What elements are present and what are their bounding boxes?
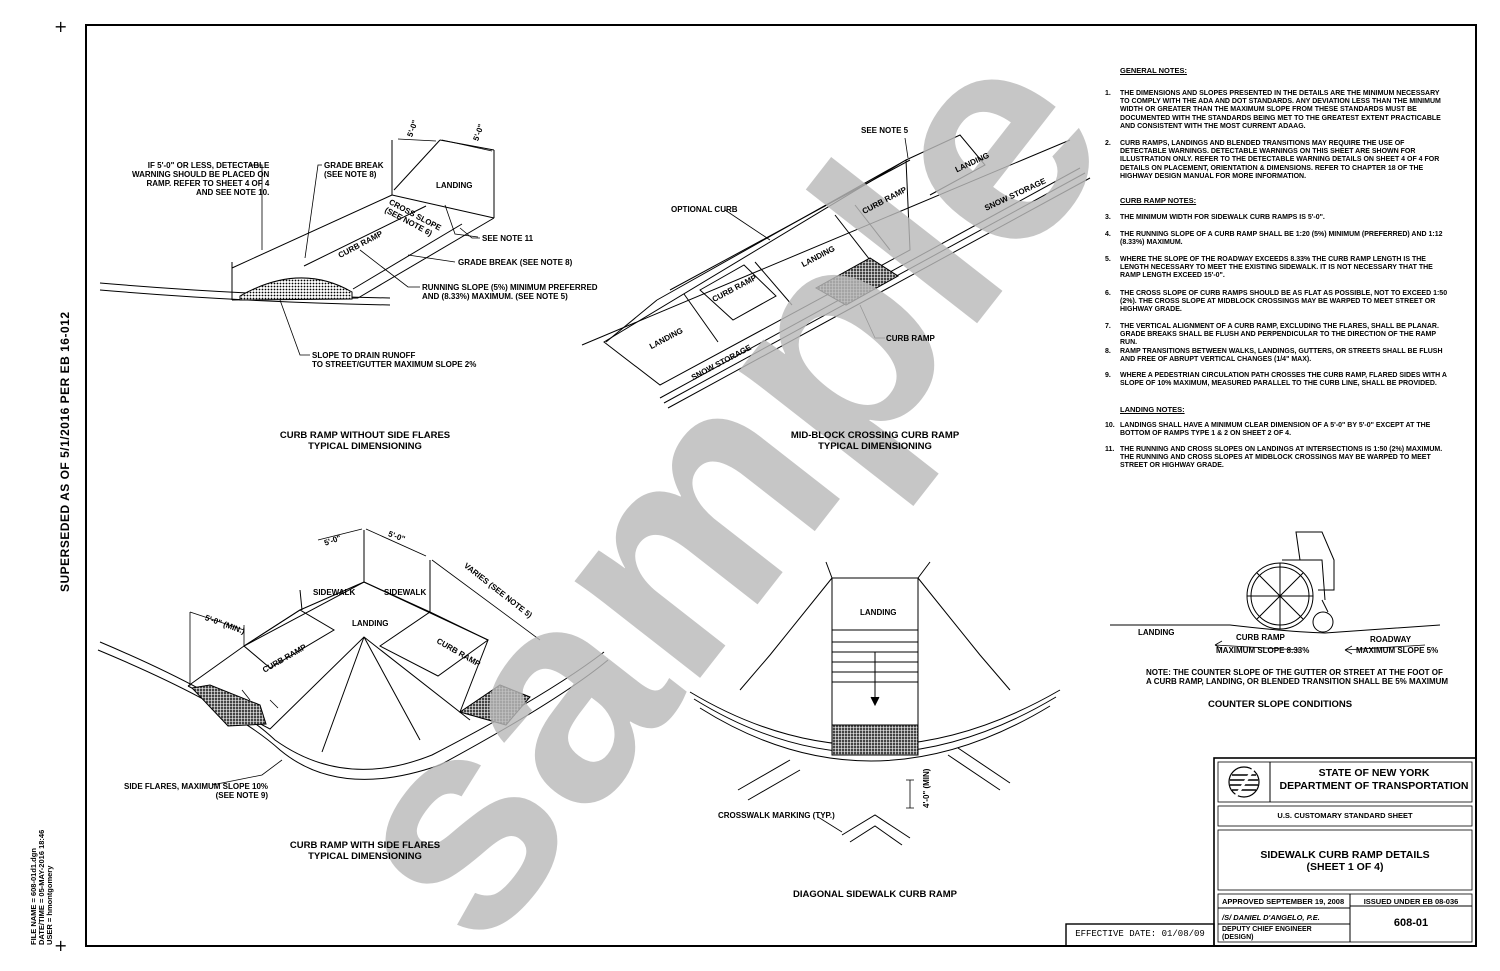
label-running-slope: RUNNING SLOPE (5%) MINIMUM PREFERRED AND… xyxy=(422,283,598,301)
curb-ramp-notes-title: CURB RAMP NOTES: xyxy=(1120,196,1197,205)
sheet-title: SIDEWALK CURB RAMP DETAILS (SHEET 1 OF 4… xyxy=(1218,849,1472,873)
note-text: THE DIMENSIONS AND SLOPES PRESENTED IN T… xyxy=(1120,90,1441,130)
detail-counter-slope xyxy=(1110,531,1441,655)
label-landing: LANDING xyxy=(436,181,473,190)
detail-curb-ramp-with-flares xyxy=(97,528,609,786)
label-see-note-11: SEE NOTE 11 xyxy=(482,234,534,243)
note-text: WHERE THE SLOPE OF THE ROADWAY EXCEEDS 8… xyxy=(1120,256,1433,280)
caption-detail-3: CURB RAMP WITH SIDE FLARES TYPICAL DIMEN… xyxy=(289,840,441,862)
caption-detail-5: COUNTER SLOPE CONDITIONS xyxy=(1207,699,1353,710)
note-text: THE RUNNING AND CROSS SLOPES ON LANDINGS… xyxy=(1120,446,1443,470)
caption-detail-1: CURB RAMP WITHOUT SIDE FLARES TYPICAL DI… xyxy=(279,430,451,452)
note-if-5ft: IF 5'-0" OR LESS, DETECTABLE WARNING SHO… xyxy=(132,161,270,197)
note-text: RAMP TRANSITIONS BETWEEN WALKS, LANDINGS… xyxy=(1120,348,1443,364)
caption-detail-2: MID-BLOCK CROSSING CURB RAMP TYPICAL DIM… xyxy=(790,430,960,452)
sheet-title-main: SIDEWALK CURB RAMP DETAILS xyxy=(1260,849,1430,861)
note-text: THE CROSS SLOPE OF CURB RAMPS SHOULD BE … xyxy=(1120,290,1448,314)
label-curb-ramp: CURB RAMP xyxy=(1236,633,1285,642)
note-number: 6. xyxy=(1105,290,1111,297)
counter-slope-note: NOTE: THE COUNTER SLOPE OF THE GUTTER OR… xyxy=(1146,668,1449,686)
registration-mark: + xyxy=(54,936,68,955)
note-text: WHERE A PEDESTRIAN CIRCULATION PATH CROS… xyxy=(1120,372,1447,388)
agency-name: STATE OF NEW YORK DEPARTMENT OF TRANSPOR… xyxy=(1276,767,1472,793)
signer-role-unit: (DESIGN) xyxy=(1222,934,1254,941)
note-text: CURB RAMPS, LANDINGS AND BLENDED TRANSIT… xyxy=(1120,140,1440,180)
note-number: 1. xyxy=(1105,90,1111,97)
sheet-number: 608-01 xyxy=(1393,917,1429,929)
note-number: 8. xyxy=(1105,348,1111,355)
sheet-border xyxy=(85,24,1477,947)
note-number: 4. xyxy=(1105,231,1111,238)
signature: /S/ DANIEL D'ANGELO, P.E. xyxy=(1222,913,1320,922)
dim-4ft-min: 4'-0" (MIN) xyxy=(922,768,931,808)
detail-curb-ramp-without-flares xyxy=(99,138,495,356)
signer-role: DEPUTY CHIEF ENGINEER (DESIGN) xyxy=(1222,926,1312,942)
effective-date: EFFECTIVE DATE: 01/08/09 xyxy=(1075,929,1205,939)
label-landing: LANDING xyxy=(860,608,897,617)
standard-sheet-label: U.S. CUSTOMARY STANDARD SHEET xyxy=(1277,811,1413,820)
label-crosswalk-marking: CROSSWALK MARKING (TYP.) xyxy=(718,811,835,820)
agency-department: DEPARTMENT OF TRANSPORTATION xyxy=(1279,780,1469,792)
title-block-lines xyxy=(1065,757,1477,947)
landing-notes-title: LANDING NOTES: xyxy=(1120,405,1185,414)
label-drain: SLOPE TO DRAIN RUNOFF TO STREET/GUTTER M… xyxy=(312,351,477,369)
label-roadway: ROADWAY xyxy=(1370,635,1412,644)
label-see-note-5: SEE NOTE 5 xyxy=(861,126,909,135)
note-number: 3. xyxy=(1105,214,1111,221)
note-number: 5. xyxy=(1105,256,1111,263)
approval-date: APPROVED SEPTEMBER 19, 2008 xyxy=(1222,897,1345,906)
label-curb-ramp-callout: CURB RAMP xyxy=(886,334,935,343)
label-landing: LANDING xyxy=(352,619,389,628)
note-number: 2. xyxy=(1105,140,1111,147)
label-sidewalk-left: SIDEWALK xyxy=(313,588,356,597)
detail-midblock-crossing xyxy=(581,134,1091,409)
label-max-833: MAXIMUM SLOPE 8.33% xyxy=(1216,646,1310,655)
note-number: 11. xyxy=(1105,446,1115,453)
caption-detail-4: DIAGONAL SIDEWALK CURB RAMP xyxy=(793,889,957,900)
note-number: 9. xyxy=(1105,372,1111,379)
label-optional-curb: OPTIONAL CURB xyxy=(671,205,738,214)
note-text: THE VERTICAL ALIGNMENT OF A CURB RAMP, E… xyxy=(1120,323,1439,347)
note-number: 7. xyxy=(1105,323,1111,330)
issued-under: ISSUED UNDER EB 08-036 xyxy=(1363,897,1459,906)
label-grade-break-2: GRADE BREAK (SEE NOTE 8) xyxy=(458,258,573,267)
agency-state: STATE OF NEW YORK xyxy=(1318,767,1430,779)
note-text: LANDINGS SHALL HAVE A MINIMUM CLEAR DIME… xyxy=(1120,422,1431,438)
label-landing: LANDING xyxy=(1138,628,1175,637)
general-notes-title: GENERAL NOTES: xyxy=(1120,66,1187,75)
detail-diagonal-curb-ramp xyxy=(689,561,1061,846)
note-text: THE MINIMUM WIDTH FOR SIDEWALK CURB RAMP… xyxy=(1120,214,1325,221)
note-text: THE RUNNING SLOPE OF A CURB RAMP SHALL B… xyxy=(1120,231,1443,247)
note-number: 10. xyxy=(1105,422,1115,429)
label-side-flares: SIDE FLARES, MAXIMUM SLOPE 10% (SEE NOTE… xyxy=(124,782,269,800)
label-sidewalk-right: SIDEWALK xyxy=(384,588,427,597)
sheet-title-sub: (SHEET 1 OF 4) xyxy=(1306,861,1384,873)
registration-mark: + xyxy=(54,17,68,36)
label-grade-break: GRADE BREAK (SEE NOTE 8) xyxy=(324,161,384,179)
signer-role-title: DEPUTY CHIEF ENGINEER xyxy=(1222,926,1312,933)
label-max-5: MAXIMUM SLOPE 5% xyxy=(1356,646,1439,655)
